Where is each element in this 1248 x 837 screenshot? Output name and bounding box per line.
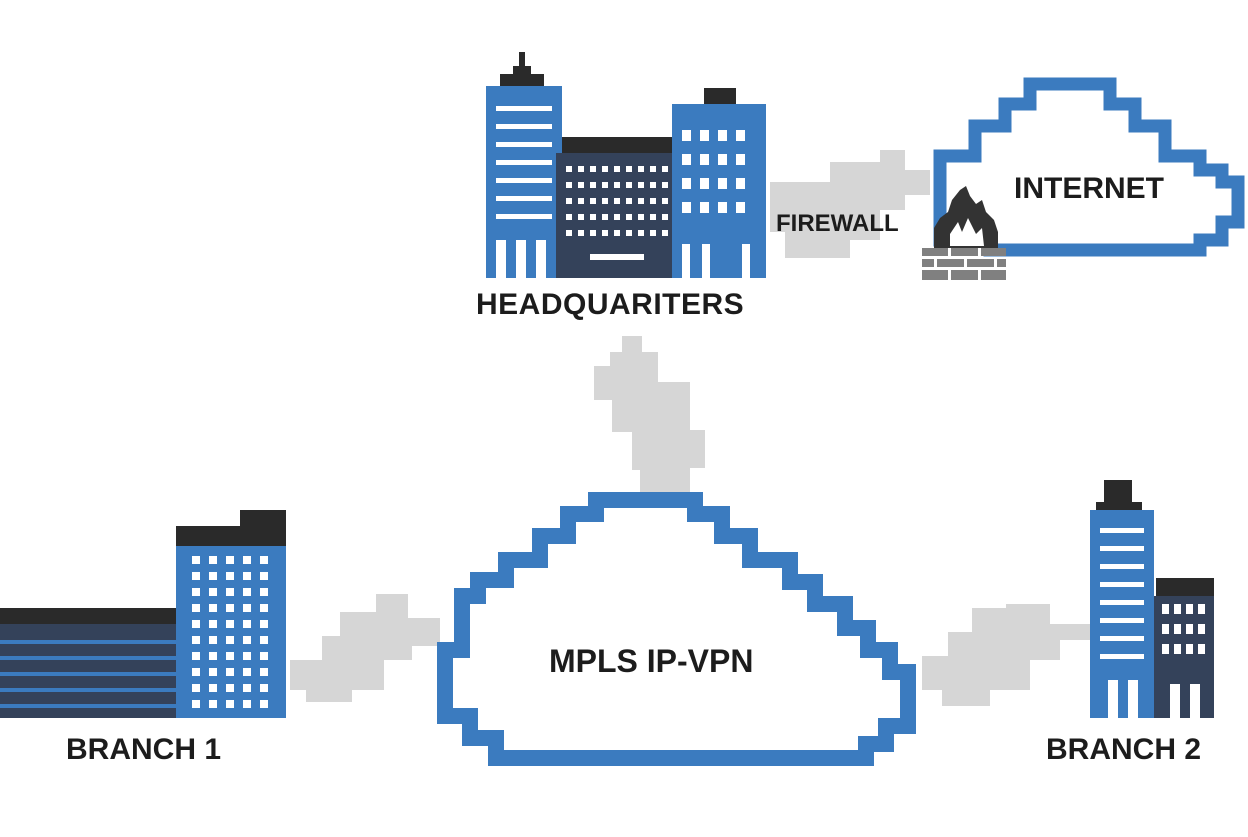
internet-label: INTERNET <box>1014 172 1164 205</box>
branch2-building-icon <box>1090 480 1214 718</box>
internet-cloud-icon <box>933 77 1245 257</box>
link-branch1-mpls <box>290 594 440 702</box>
branch1-label: BRANCH 1 <box>66 733 222 766</box>
mpls-label: MPLS IP-VPN <box>549 643 754 679</box>
headquarters-label: HEADQUARITERS <box>476 288 745 321</box>
headquarters-building-icon <box>486 52 766 278</box>
mpls-cloud-icon <box>437 492 916 766</box>
branch2-label: BRANCH 2 <box>1046 733 1202 766</box>
link-hq-firewall <box>770 150 930 258</box>
firewall-label: FIREWALL <box>776 210 899 237</box>
firewall-icon <box>922 186 1006 280</box>
link-mpls-branch2 <box>922 604 1090 706</box>
link-hq-mpls <box>594 336 705 500</box>
branch1-building-icon <box>0 510 286 718</box>
